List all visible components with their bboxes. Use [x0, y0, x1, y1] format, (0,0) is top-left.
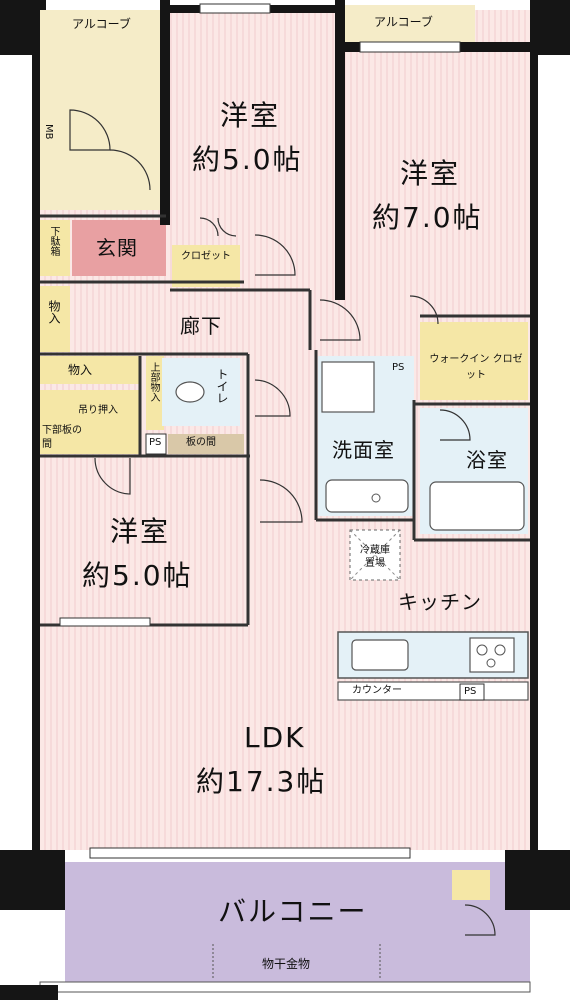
- roka-label: 廊下: [180, 314, 222, 338]
- alcove-left: [40, 10, 160, 210]
- stove: [469, 637, 515, 673]
- hang-storage-label: 吊り押入: [78, 405, 118, 416]
- genkan-floor: [72, 220, 166, 276]
- storage-left: [40, 286, 70, 352]
- yokushitsu-label: 浴室: [466, 448, 508, 472]
- ps-c-label: PS: [464, 686, 477, 697]
- hang-storage: [40, 390, 140, 454]
- monohoshi-label: 物干金物: [262, 957, 311, 971]
- balcony-rail: [39, 981, 531, 993]
- senmen-label: 洗面室: [332, 438, 395, 462]
- upper-storage: [146, 356, 164, 430]
- balcony-label: バルコニー: [218, 895, 368, 928]
- toilet-bowl: [175, 381, 205, 403]
- room-youshitsu-c-label: 洋室: [110, 515, 171, 548]
- mb-label: MB: [43, 124, 54, 140]
- shoes-box: [40, 220, 70, 276]
- room-youshitsu-b-size: 約7.0帖: [372, 201, 483, 234]
- alcove-right: [345, 5, 475, 45]
- sink: [351, 639, 409, 671]
- balcony-floor: [65, 862, 440, 982]
- ps-c-box: [459, 683, 485, 701]
- room-youshitsu-a-label: 洋室: [220, 99, 281, 132]
- washer-pan: [321, 361, 375, 413]
- toilet-label: トイレ: [215, 368, 229, 404]
- walk-in-closet-label: ウォークイン クロゼット: [429, 354, 523, 381]
- ps-a-label: PS: [392, 362, 405, 373]
- alcove-right-label: アルコーブ: [374, 15, 433, 29]
- balcony-storage: [452, 870, 490, 900]
- interior-walls: [40, 214, 530, 627]
- itanoma-label: 板の間: [186, 437, 216, 448]
- door-swings: [69, 109, 496, 936]
- ps-b-label: PS: [149, 437, 162, 448]
- storage-a-label: 物入: [47, 300, 61, 324]
- shoes-box-label: 下駄箱: [48, 226, 59, 256]
- upper-storage-label: 上部物入: [148, 362, 159, 402]
- closet-area: [172, 245, 240, 287]
- ps-b-box: [145, 433, 167, 455]
- alcove-left-label: アルコーブ: [72, 17, 131, 31]
- counter-label: カウンター: [352, 685, 402, 696]
- lower-board-label: 下部板の間: [42, 425, 82, 450]
- basin: [325, 479, 409, 513]
- ldk-size: 約17.3帖: [196, 765, 327, 798]
- fridge-label: 冷蔵庫置場: [360, 545, 390, 569]
- walk-in-closet: [420, 322, 528, 400]
- bathtub: [429, 481, 525, 531]
- closet-label: クロゼット: [181, 251, 231, 262]
- room-youshitsu-a-size: 約5.0帖: [192, 143, 303, 176]
- kitchen-label: キッチン: [398, 590, 482, 614]
- genkan-label: 玄関: [96, 236, 138, 260]
- storage-b-label: 物入: [68, 363, 93, 377]
- ldk-label: LDK: [244, 721, 306, 754]
- fridge-space: [349, 529, 401, 581]
- room-youshitsu-b-label: 洋室: [400, 157, 461, 190]
- itanoma-area: [168, 434, 244, 454]
- storage-bar: [40, 356, 140, 384]
- room-youshitsu-c-size: 約5.0帖: [82, 559, 193, 592]
